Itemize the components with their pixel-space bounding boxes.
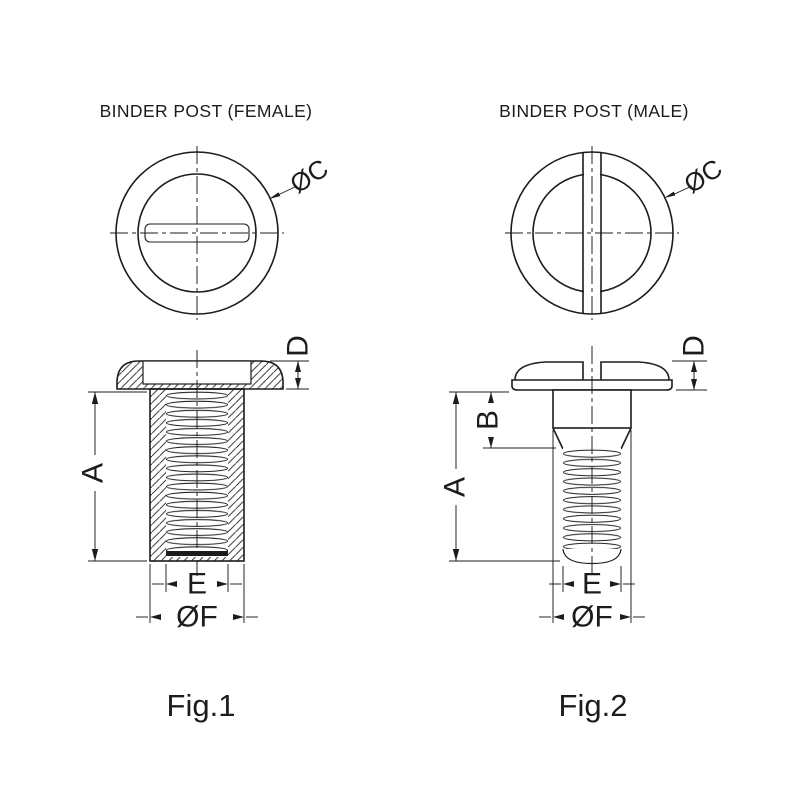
male-taper-left xyxy=(552,427,564,450)
female-side-view xyxy=(116,350,284,576)
male-dim-b: B xyxy=(472,392,556,449)
male-dim-label-oc: ØC xyxy=(678,153,727,199)
female-dim-a: A xyxy=(77,391,147,562)
male-dim-label-d: D xyxy=(678,335,711,357)
figure-female: BINDER POST (FEMALE) ØC xyxy=(77,101,334,723)
male-dim-label-b: B xyxy=(472,410,505,430)
male-dim-label-a: A xyxy=(439,477,472,497)
female-leader-line xyxy=(278,185,298,195)
male-caption: Fig.2 xyxy=(559,688,628,723)
female-dim-label-oc: ØC xyxy=(284,153,333,199)
female-title: BINDER POST (FEMALE) xyxy=(100,101,313,121)
female-dim-label-f: ØF xyxy=(176,601,218,634)
male-dim-label-f: ØF xyxy=(571,601,613,634)
male-taper-right xyxy=(620,427,632,450)
female-dim-e: E xyxy=(152,564,242,601)
female-caption: Fig.1 xyxy=(167,688,236,723)
female-dim-label-e: E xyxy=(187,568,207,601)
male-slot-clear xyxy=(584,152,600,314)
female-dim-label-a: A xyxy=(77,463,110,483)
male-dim-a: A xyxy=(439,391,560,562)
male-side-view xyxy=(511,346,673,576)
male-dim-label-e: E xyxy=(582,568,602,601)
male-title: BINDER POST (MALE) xyxy=(499,101,689,121)
male-dim-d: D xyxy=(672,335,711,391)
male-leader-line xyxy=(674,185,693,195)
male-dim-e: E xyxy=(549,566,635,601)
male-dim-f: ØF xyxy=(539,430,645,634)
female-dim-label-d: D xyxy=(282,335,315,357)
female-dim-f: ØF xyxy=(136,564,258,634)
male-head-dome xyxy=(514,361,670,381)
figure-male: BINDER POST (MALE) ØC xyxy=(439,101,728,723)
male-leader-arrow xyxy=(664,191,676,198)
female-top-view: ØC xyxy=(110,146,334,320)
male-top-view: ØC xyxy=(505,146,728,320)
female-dim-d: D xyxy=(270,335,315,390)
female-leader-arrow xyxy=(269,192,281,199)
